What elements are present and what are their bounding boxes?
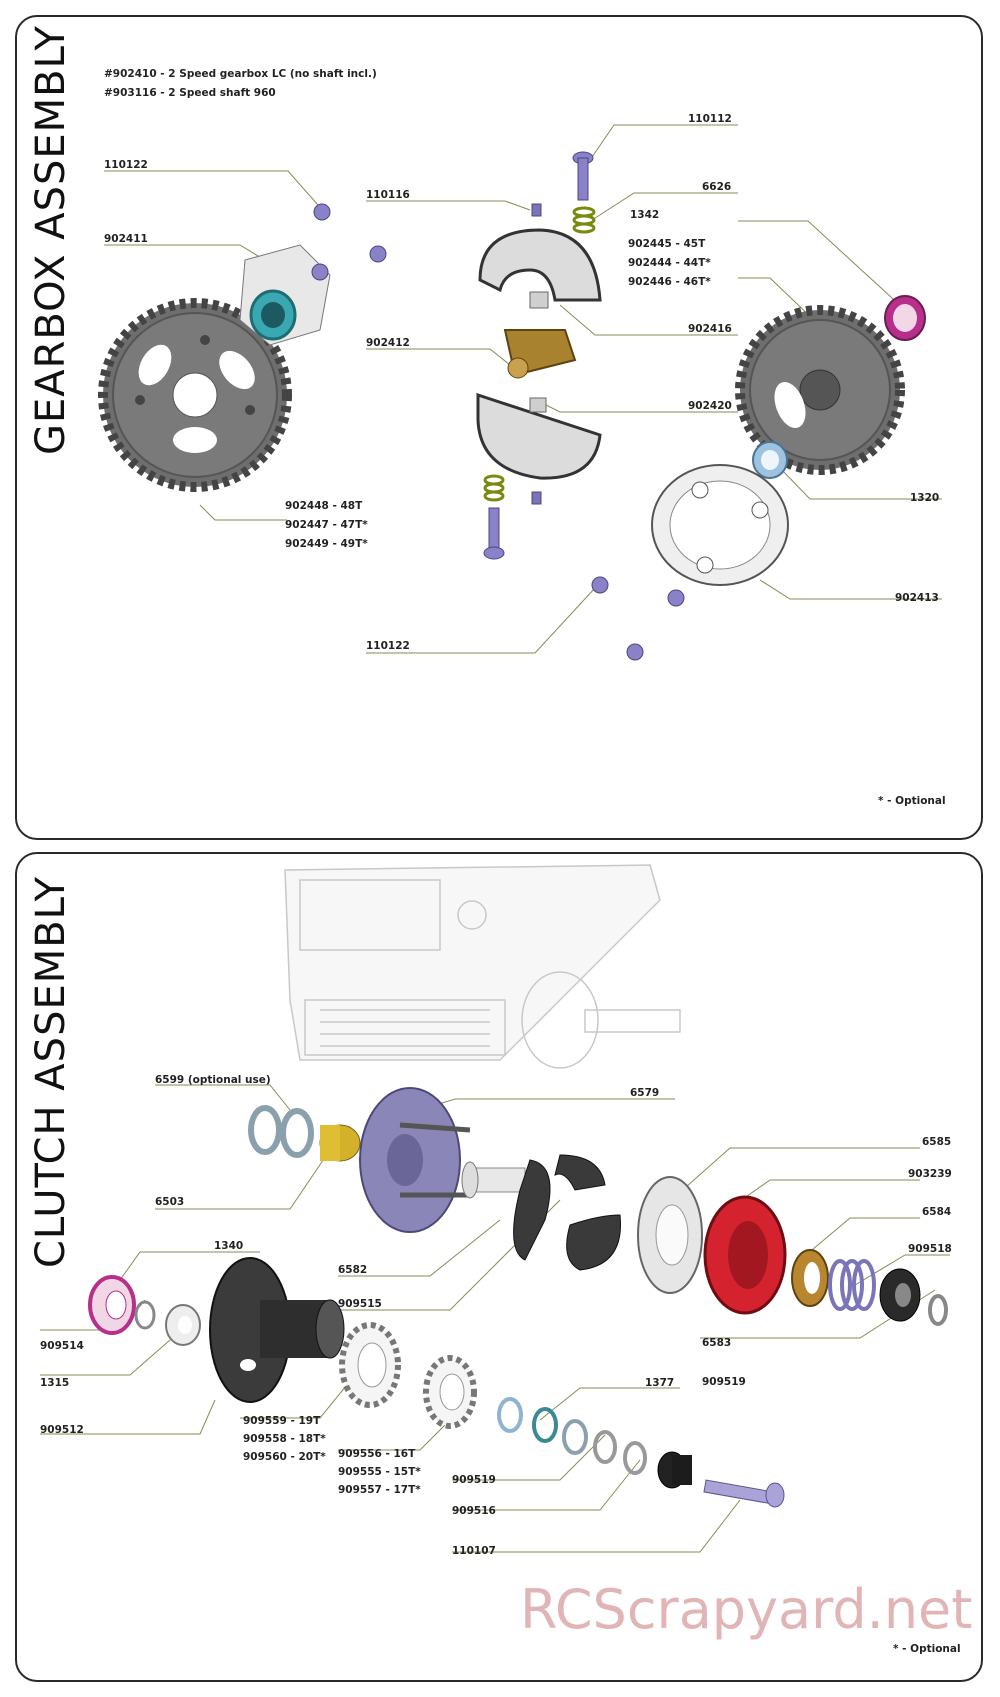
- shell-902416: [478, 228, 602, 309]
- spring-6626: [572, 206, 596, 234]
- engine-outline: [284, 864, 681, 1069]
- label-110122-bottom: 110122: [366, 640, 410, 652]
- bushing-6503: [319, 1124, 361, 1162]
- label-909555: 909555 - 15T*: [338, 1466, 421, 1478]
- bearings-1377: [497, 1397, 647, 1475]
- label-909519-bottom: 909519: [452, 1474, 496, 1486]
- label-110116: 110116: [366, 189, 410, 201]
- label-1315: 1315: [40, 1377, 70, 1389]
- bearing-1315: [165, 1304, 201, 1346]
- bracket-902411: [239, 244, 331, 346]
- label-909560: 909560 - 20T*: [243, 1451, 326, 1463]
- label-110122-top: 110122: [104, 159, 148, 171]
- label-909556: 909556 - 16T: [338, 1448, 416, 1460]
- label-110112: 110112: [688, 113, 732, 125]
- label-6626: 6626: [702, 181, 732, 193]
- nut-909516: [657, 1451, 692, 1489]
- label-902449: 902449 - 49T*: [285, 538, 368, 550]
- disc-6585: [637, 1176, 703, 1294]
- pinion-909556: [423, 1355, 477, 1429]
- bearing-1340: [88, 1275, 136, 1335]
- shell-lower: [476, 392, 602, 480]
- gear-902448: [98, 298, 292, 492]
- clutch-optional-note: * - Optional: [893, 1643, 961, 1655]
- label-6599: 6599 (optional use): [155, 1074, 271, 1086]
- shims-6599: [248, 1105, 314, 1158]
- label-902447: 902447 - 47T*: [285, 519, 368, 531]
- label-909515: 909515: [338, 1298, 382, 1310]
- label-1342: 1342: [630, 209, 660, 221]
- label-909558: 909558 - 18T*: [243, 1433, 326, 1445]
- label-909519-right: 909519: [702, 1376, 746, 1388]
- label-902411: 902411: [104, 233, 148, 245]
- label-903239: 903239: [908, 1168, 952, 1180]
- gearbox-header-line-1: #902410 - 2 Speed gearbox LC (no shaft i…: [104, 68, 377, 80]
- gearbox-header-line-2: #903116 - 2 Speed shaft 960: [104, 87, 276, 99]
- bolt-110107: [703, 1479, 785, 1508]
- gear-902445: [735, 305, 905, 475]
- label-1377: 1377: [645, 1377, 675, 1389]
- label-902420: 902420: [688, 400, 732, 412]
- label-902444: 902444 - 44T*: [628, 257, 711, 269]
- nut-6583: [879, 1268, 921, 1322]
- label-909559: 909559 - 19T: [243, 1415, 321, 1427]
- label-110107: 110107: [452, 1545, 496, 1557]
- spring-909518: [828, 1259, 876, 1311]
- label-909514: 909514: [40, 1340, 84, 1352]
- label-6579: 6579: [630, 1087, 660, 1099]
- label-902412: 902412: [366, 337, 410, 349]
- label-902445: 902445 - 45T: [628, 238, 706, 250]
- bell-903239: [703, 1195, 787, 1315]
- label-909516: 909516: [452, 1505, 496, 1517]
- label-902416: 902416: [688, 323, 732, 335]
- pinion-909559: [339, 1322, 401, 1408]
- label-6583: 6583: [702, 1337, 732, 1349]
- cup-902413: [651, 464, 789, 586]
- spacer-6584: [791, 1249, 829, 1307]
- label-909518: 909518: [908, 1243, 952, 1255]
- clutch-shoes-909515: [513, 1154, 621, 1271]
- flywheel-6579: [359, 1087, 471, 1233]
- label-902448: 902448 - 48T: [285, 500, 363, 512]
- collet-6582: [461, 1161, 526, 1199]
- label-6584: 6584: [922, 1206, 952, 1218]
- housing-909512: [209, 1257, 345, 1403]
- watermark: RCScrapyard.net: [520, 1578, 973, 1641]
- label-1320: 1320: [910, 492, 940, 504]
- bearing-1342: [884, 295, 926, 341]
- label-6585: 6585: [922, 1136, 952, 1148]
- label-6582: 6582: [338, 1264, 368, 1276]
- label-909512: 909512: [40, 1424, 84, 1436]
- gearbox-optional-note: * - Optional: [878, 795, 946, 807]
- label-909557: 909557 - 17T*: [338, 1484, 421, 1496]
- label-902413: 902413: [895, 592, 939, 604]
- bearing-1320: [752, 441, 788, 479]
- label-6503: 6503: [155, 1196, 185, 1208]
- hub-902412: [503, 329, 577, 379]
- label-902446: 902446 - 46T*: [628, 276, 711, 288]
- screw-110112: [572, 151, 594, 201]
- label-1340: 1340: [214, 1240, 244, 1252]
